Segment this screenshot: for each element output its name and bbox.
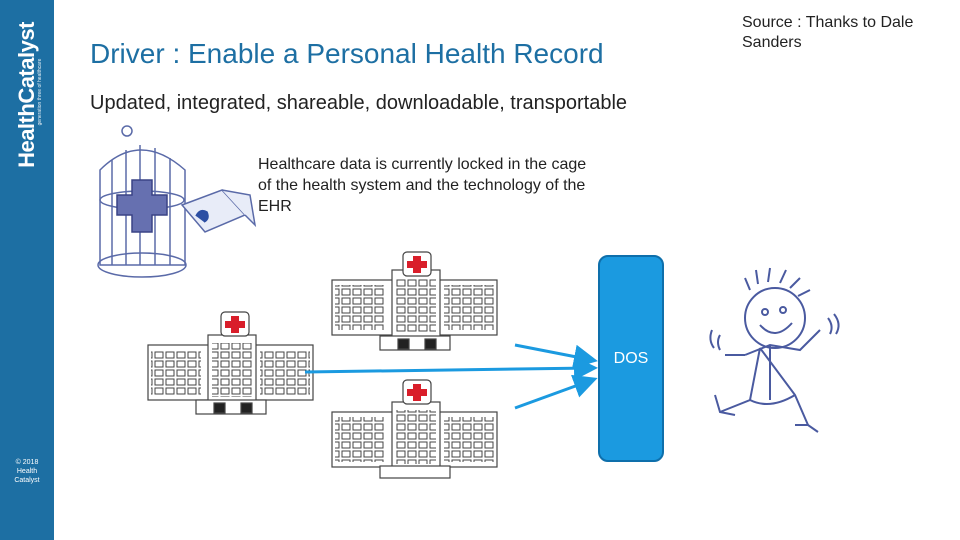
cage-icon [98, 126, 186, 277]
arrow-top [515, 345, 592, 360]
data-flow-arrows [305, 345, 592, 408]
dos-label: DOS [598, 350, 664, 368]
happy-person-icon [710, 268, 838, 432]
hospital-icon-top [332, 252, 497, 350]
laptop-lock-icon [182, 190, 255, 232]
arrow-bottom [515, 380, 592, 408]
hospital-icon-left [148, 312, 313, 414]
arrow-middle [305, 368, 592, 372]
hospital-icon-bottom [332, 380, 497, 478]
